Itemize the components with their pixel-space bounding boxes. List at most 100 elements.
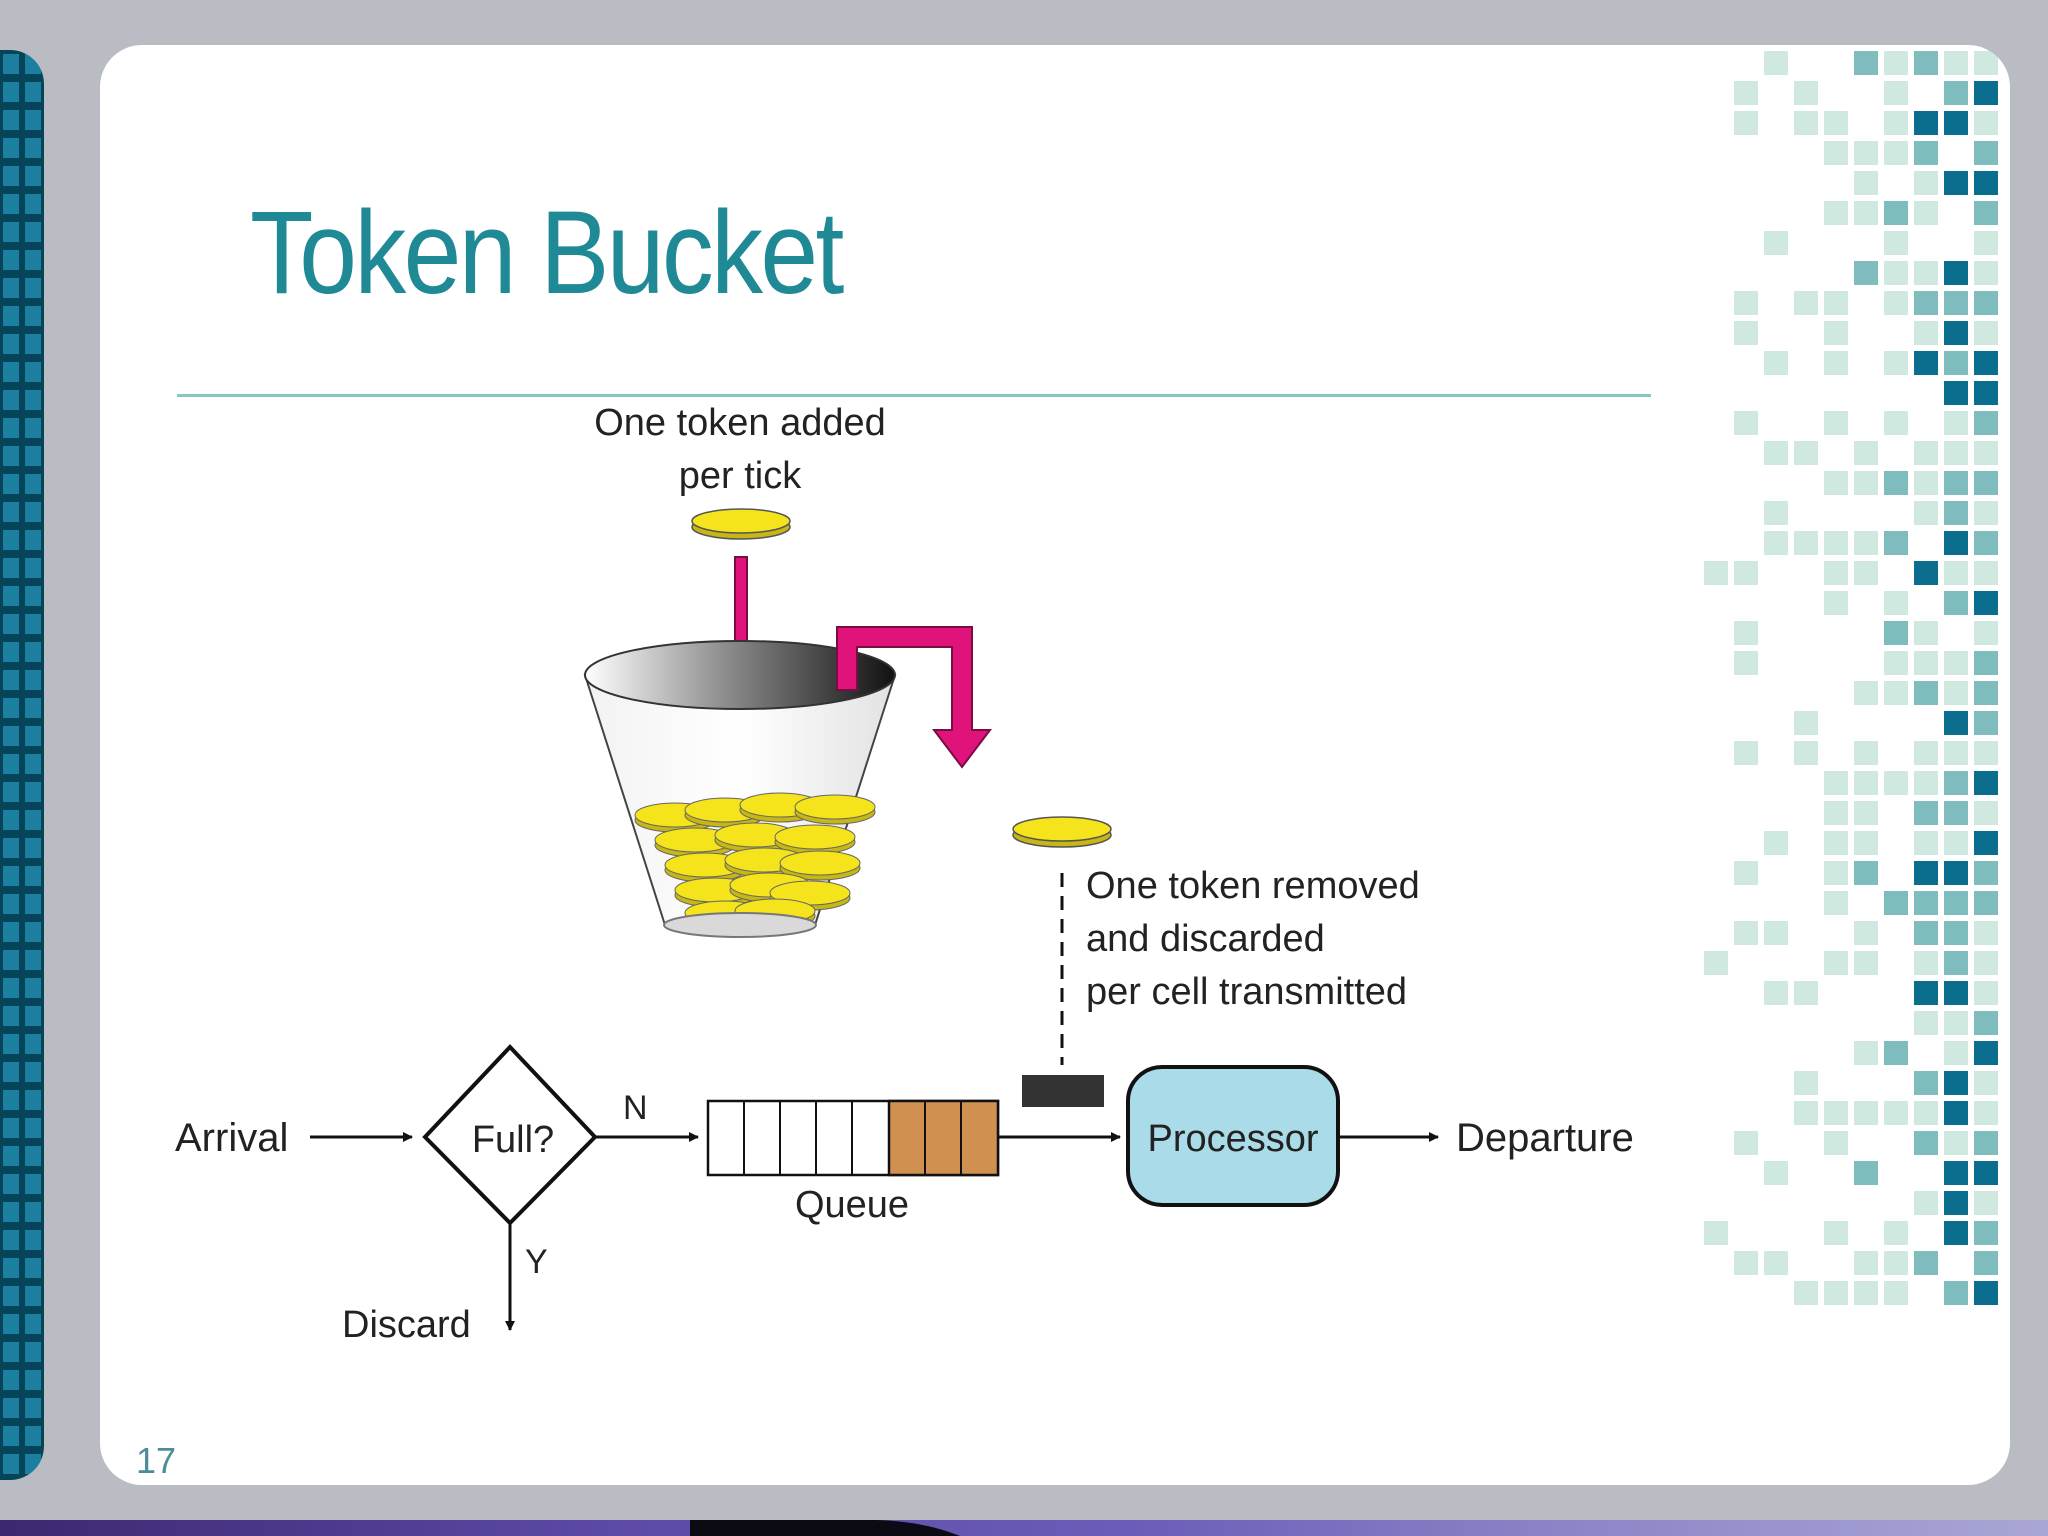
mosaic-tile xyxy=(1854,441,1878,465)
token-added-label-line1: One token added xyxy=(594,402,886,444)
left-strip-pattern xyxy=(0,50,44,1480)
mosaic-tile xyxy=(1824,411,1848,435)
token-out-arrow xyxy=(836,626,993,769)
mosaic-tile xyxy=(1824,801,1848,825)
mosaic-tile xyxy=(1914,141,1938,165)
mosaic-tile xyxy=(1944,51,1968,75)
mosaic-tile xyxy=(1974,51,1998,75)
mosaic-tile xyxy=(1944,81,1968,105)
mosaic-tile xyxy=(1854,1041,1878,1065)
mosaic-tile xyxy=(1944,771,1968,795)
token-removed-label-line1: One token removed xyxy=(1086,865,1420,907)
mosaic-tile xyxy=(1974,231,1998,255)
mosaic-tile xyxy=(1884,621,1908,645)
mosaic-tile xyxy=(1824,1221,1848,1245)
mosaic-tile xyxy=(1884,531,1908,555)
mosaic-tile xyxy=(1974,381,1998,405)
mosaic-tile xyxy=(1914,441,1938,465)
mosaic-tile xyxy=(1884,1221,1908,1245)
mosaic-tile xyxy=(1734,741,1758,765)
mosaic-tile xyxy=(1914,561,1938,585)
mosaic-tile xyxy=(1914,1251,1938,1275)
mosaic-tile xyxy=(1944,411,1968,435)
mosaic-tile xyxy=(1884,471,1908,495)
mosaic-tile xyxy=(1944,1131,1968,1155)
footer-gradient-bar xyxy=(0,1520,2048,1536)
mosaic-tile xyxy=(1854,201,1878,225)
mosaic-tile xyxy=(1854,831,1878,855)
slide: Token Bucket One token added per tick xyxy=(100,45,2010,1485)
mosaic-tile xyxy=(1974,141,1998,165)
mosaic-tile xyxy=(1944,291,1968,315)
mosaic-tile xyxy=(1854,1251,1878,1275)
mosaic-tile xyxy=(1974,741,1998,765)
mosaic-tile xyxy=(1764,831,1788,855)
mosaic-tile xyxy=(1914,831,1938,855)
mosaic-tile xyxy=(1974,591,1998,615)
mosaic-tile xyxy=(1944,1161,1968,1185)
mosaic-tile xyxy=(1884,411,1908,435)
mosaic-tile xyxy=(1824,321,1848,345)
mosaic-tile xyxy=(1884,141,1908,165)
mosaic-tile xyxy=(1854,1161,1878,1185)
mosaic-tile xyxy=(1974,681,1998,705)
mosaic-tile xyxy=(1824,861,1848,885)
mosaic-tile xyxy=(1854,951,1878,975)
bucket-token xyxy=(779,850,861,876)
mosaic-tile xyxy=(1854,1281,1878,1305)
mosaic-tile xyxy=(1974,1071,1998,1095)
incoming-token xyxy=(691,508,791,540)
mosaic-tile xyxy=(1764,351,1788,375)
mosaic-tile xyxy=(1974,891,1998,915)
mosaic-tile xyxy=(1734,291,1758,315)
mosaic-tile xyxy=(1764,51,1788,75)
mosaic-tile xyxy=(1944,441,1968,465)
mosaic-tile xyxy=(1914,1011,1938,1035)
mosaic-tile xyxy=(1884,1101,1908,1125)
mosaic-tile xyxy=(1944,351,1968,375)
yes-branch-label: Y xyxy=(525,1243,548,1281)
mosaic-tile xyxy=(1884,591,1908,615)
mosaic-tile xyxy=(1734,921,1758,945)
mosaic-tile xyxy=(1764,231,1788,255)
mosaic-tile xyxy=(1734,321,1758,345)
mosaic-tile xyxy=(1974,801,1998,825)
mosaic-tile xyxy=(1884,201,1908,225)
mosaic-tile xyxy=(1734,1131,1758,1155)
mosaic-tile xyxy=(1944,681,1968,705)
mosaic-tile xyxy=(1914,471,1938,495)
mosaic-tile xyxy=(1974,621,1998,645)
mosaic-tile xyxy=(1794,1281,1818,1305)
mosaic-tile xyxy=(1824,531,1848,555)
mosaic-tile xyxy=(1824,1101,1848,1125)
bucket-token xyxy=(774,824,856,850)
queue xyxy=(706,1099,1000,1177)
mosaic-tile xyxy=(1824,561,1848,585)
mosaic-tile xyxy=(1734,411,1758,435)
mosaic-tile xyxy=(1914,621,1938,645)
mosaic-tile xyxy=(1884,351,1908,375)
mosaic-tile xyxy=(1884,261,1908,285)
mosaic-tile xyxy=(1824,591,1848,615)
mosaic-tile xyxy=(1944,951,1968,975)
mosaic-tile xyxy=(1914,951,1938,975)
mosaic-tile xyxy=(1824,831,1848,855)
mosaic-tile xyxy=(1884,111,1908,135)
mosaic-tile xyxy=(1824,891,1848,915)
mosaic-tile xyxy=(1944,981,1968,1005)
mosaic-tile xyxy=(1794,441,1818,465)
mosaic-tile xyxy=(1914,201,1938,225)
mosaic-tile xyxy=(1854,771,1878,795)
mosaic-tile xyxy=(1794,711,1818,735)
mosaic-tile xyxy=(1974,1161,1998,1185)
token-bucket xyxy=(583,640,897,938)
mosaic-tile xyxy=(1914,741,1938,765)
mosaic-tile xyxy=(1914,1191,1938,1215)
mosaic-tile xyxy=(1914,321,1938,345)
mosaic-tile xyxy=(1944,651,1968,675)
mosaic-tile xyxy=(1974,861,1998,885)
mosaic-tile xyxy=(1824,771,1848,795)
mosaic-tile xyxy=(1854,861,1878,885)
mosaic-tile xyxy=(1824,951,1848,975)
mosaic-tile xyxy=(1944,741,1968,765)
